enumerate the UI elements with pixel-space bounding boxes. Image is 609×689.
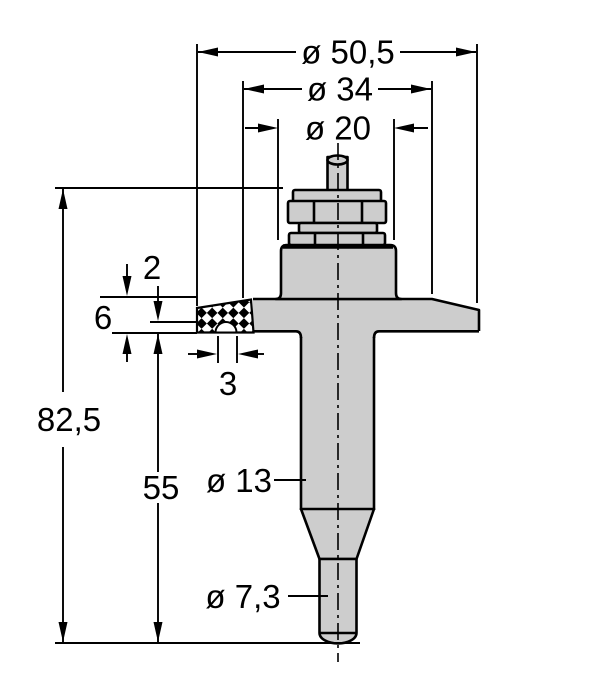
arrowhead-left bbox=[244, 84, 264, 94]
label-d13: ø 13 bbox=[206, 462, 306, 499]
dim-55: 55 bbox=[143, 334, 180, 642]
dim-label-55: 55 bbox=[143, 469, 180, 506]
arrowhead-right bbox=[394, 123, 414, 133]
dim-label-2: 2 bbox=[143, 249, 161, 286]
flange-bottom-right-edge bbox=[372, 330, 479, 339]
arrowhead-down bbox=[122, 276, 132, 296]
o-ring-notch bbox=[214, 321, 238, 334]
arrowhead-left bbox=[198, 47, 218, 57]
arrowhead-right bbox=[456, 47, 476, 57]
dim-3: 3 bbox=[188, 336, 264, 402]
arrowhead-left bbox=[258, 123, 278, 133]
arrowhead-right bbox=[411, 84, 431, 94]
arrowhead-down bbox=[153, 622, 163, 642]
dim-2: 2 bbox=[143, 249, 163, 321]
label-d7-3: ø 7,3 bbox=[205, 578, 328, 615]
arrowhead-up bbox=[153, 334, 163, 354]
hex-nut bbox=[286, 199, 388, 225]
dim-label-6: 6 bbox=[94, 299, 112, 336]
arrowhead-down bbox=[58, 622, 68, 642]
dim-label-3: 3 bbox=[219, 365, 237, 402]
dim-d50-5: ø 50,5 bbox=[196, 34, 478, 306]
arrowhead-up bbox=[122, 334, 132, 354]
dim-6: 6 bbox=[94, 264, 132, 362]
seal-gasket-hatched bbox=[195, 298, 255, 334]
dim-label-d50-5: ø 50,5 bbox=[301, 34, 395, 71]
dim-label-82-5: 82,5 bbox=[37, 401, 101, 438]
flange-bottom-left-edge bbox=[253, 330, 303, 339]
mounting-flange bbox=[253, 299, 479, 332]
dim-label-d7-3: ø 7,3 bbox=[205, 578, 280, 615]
hex-washer-lower bbox=[287, 231, 387, 247]
dimensions: ø 50,5 ø 34 ø 20 bbox=[37, 34, 478, 644]
arrowhead-right bbox=[197, 349, 217, 359]
arrowhead-left bbox=[238, 349, 258, 359]
dim-d34: ø 34 bbox=[242, 71, 433, 298]
dim-label-d20: ø 20 bbox=[305, 110, 371, 147]
dim-d20: ø 20 bbox=[245, 110, 428, 240]
sensor-body bbox=[195, 143, 481, 662]
arrowhead-down bbox=[153, 301, 163, 321]
dim-label-d34: ø 34 bbox=[307, 71, 373, 108]
dim-label-d13: ø 13 bbox=[206, 462, 272, 499]
dim-82-5: 82,5 bbox=[37, 189, 101, 642]
arrowhead-up bbox=[58, 189, 68, 209]
